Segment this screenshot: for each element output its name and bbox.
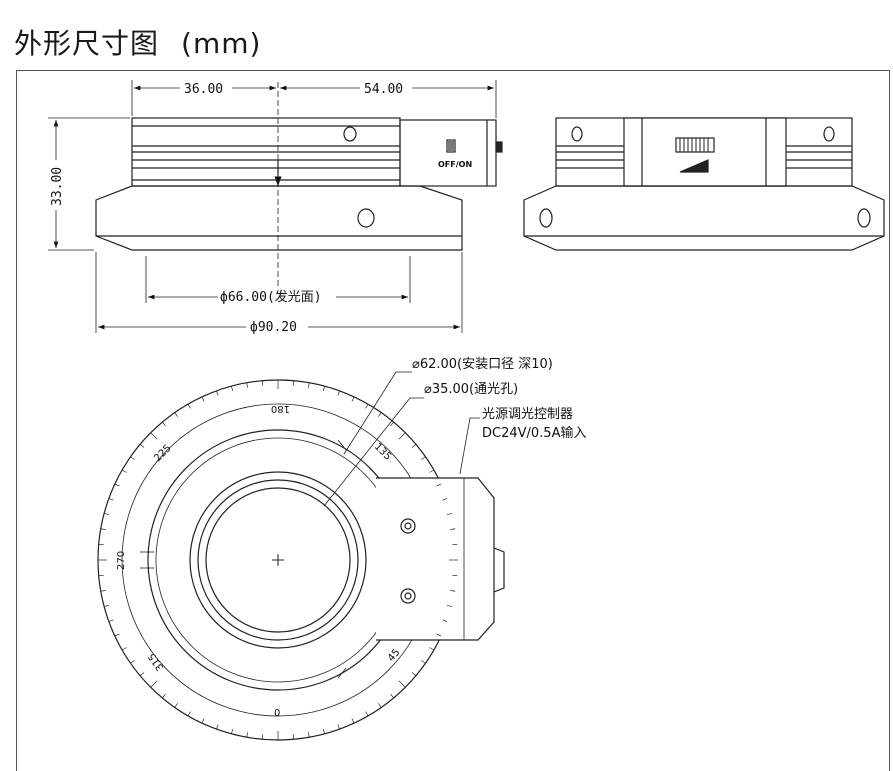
front-controller-box (400, 120, 496, 186)
scale-tick (140, 444, 144, 447)
scale-tick (378, 703, 381, 707)
switch-label: OFF/ON (438, 160, 472, 169)
angle-label-315: 315 (146, 651, 166, 673)
scale-tick (430, 648, 434, 651)
scale-tick (115, 634, 120, 636)
scale-tick (323, 386, 324, 391)
scale-tick (131, 457, 135, 460)
scale-tick (399, 433, 405, 439)
dim-hole-diameter: ⌀35.00(通光孔) (424, 382, 518, 397)
scale-tick (202, 719, 204, 724)
scale-tick (151, 433, 157, 439)
scale-tick (122, 648, 126, 651)
dim-emit-diameter: ф66.00(发光面) (220, 289, 322, 305)
scale-tick (188, 404, 191, 408)
dial-knob (494, 548, 504, 592)
scale-tick (430, 470, 434, 473)
scale-tick (104, 605, 109, 606)
scale-tick (390, 422, 393, 426)
dim-height: 33.00 (50, 167, 65, 206)
scale-tick (231, 386, 232, 391)
scale-tick (131, 660, 135, 663)
scale-tick (216, 724, 218, 729)
scale-tick (109, 498, 114, 500)
angle-label-270: 270 (116, 551, 127, 570)
angle-label-225: 225 (152, 443, 173, 464)
front-view (96, 82, 502, 290)
scale-tick (175, 703, 178, 707)
scale-tick (162, 422, 165, 426)
scale-tick (216, 391, 218, 396)
front-base (96, 186, 462, 250)
scale-tick (366, 712, 369, 716)
controller-input: DC24V/0.5A输入 (482, 425, 586, 441)
angle-label-0: 0 (274, 708, 280, 719)
front-screw-upper (344, 127, 356, 141)
scale-tick (122, 470, 126, 473)
dim-mount-diameter: ⌀62.00(安装口径 深10) (412, 357, 553, 372)
top-view (98, 380, 504, 740)
side-base (524, 186, 884, 250)
scale-tick (308, 383, 309, 388)
scale-tick (247, 383, 248, 388)
scale-tick (247, 732, 248, 737)
controller-label: 光源调光控制器 (482, 407, 573, 422)
scale-tick (323, 729, 324, 734)
angle-label-45: 45 (386, 647, 403, 664)
scale-tick (421, 660, 425, 663)
scale-tick (412, 672, 416, 675)
scale-tick (378, 413, 381, 417)
scale-tick (101, 590, 106, 591)
scale-tick (421, 457, 425, 460)
dim-left-width: 36.00 (184, 82, 223, 97)
front-screw-base (358, 209, 374, 227)
scale-tick (109, 620, 114, 622)
scale-tick (151, 681, 157, 687)
angle-label-180: 180 (271, 403, 290, 414)
scale-tick (308, 732, 309, 737)
scale-tick (140, 672, 144, 675)
scale-tick (366, 404, 369, 408)
scale-tick (104, 513, 109, 514)
scale-tick (338, 391, 340, 396)
dim-outer-diameter: ф90.20 (250, 320, 297, 335)
scale-tick (338, 724, 340, 729)
angle-label-135: 135 (372, 441, 393, 462)
scale-tick (202, 397, 204, 402)
scale-tick (231, 729, 232, 734)
scale-tick (115, 484, 120, 486)
scale-tick (352, 397, 354, 402)
scale-tick (101, 529, 106, 530)
scale-tick (188, 712, 191, 716)
dim-right-width: 54.00 (364, 82, 403, 97)
scale-tick (175, 413, 178, 417)
scale-tick (412, 444, 416, 447)
scale-tick (352, 719, 354, 724)
scale-tick (390, 694, 393, 698)
scale-tick (399, 681, 405, 687)
top-controller-box (376, 478, 494, 640)
side-view (524, 118, 884, 250)
scale-tick (162, 694, 165, 698)
